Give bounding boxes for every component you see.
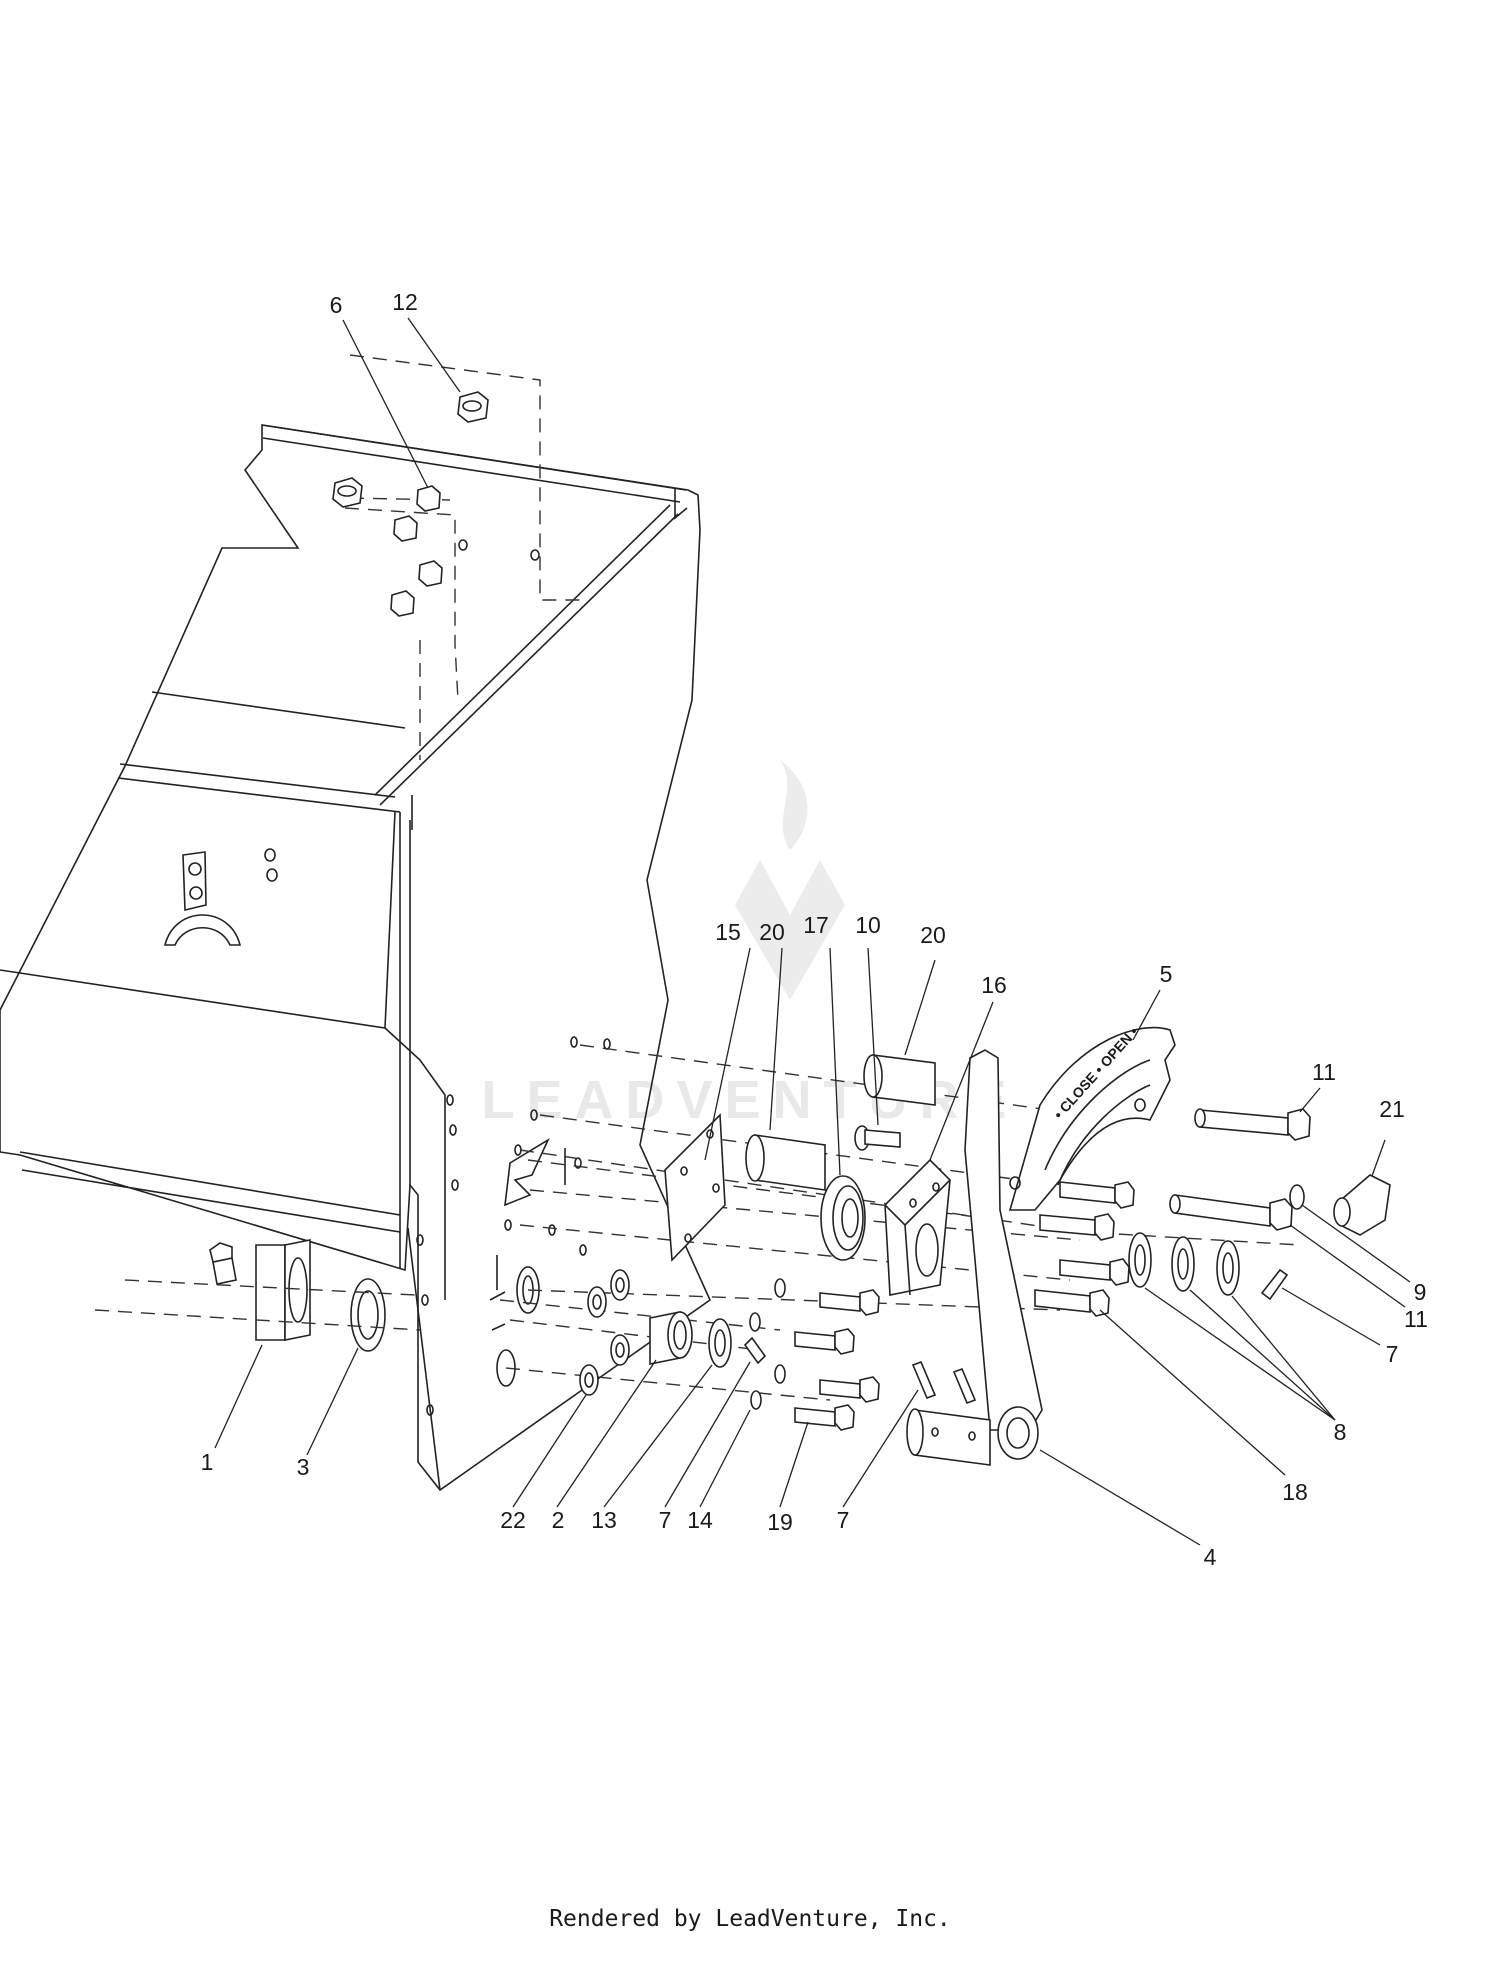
lever-arm-4 [906, 1049, 1043, 1466]
render-credit-footer: Rendered by LeadVenture, Inc. [549, 1906, 951, 1932]
callout-10: 10 [855, 912, 881, 938]
roll-pin-7-center [743, 1336, 767, 1365]
roll-pins-7-lower [911, 1360, 977, 1405]
callout-2: 2 [552, 1507, 565, 1533]
callout-1: 1 [201, 1449, 214, 1475]
callout-16: 16 [981, 972, 1007, 998]
lock-washers-14 [749, 1278, 786, 1410]
callout-3: 3 [297, 1454, 310, 1480]
callout-14: 14 [687, 1507, 713, 1533]
callout-6: 6 [330, 292, 343, 318]
washers-8 [1128, 1232, 1240, 1296]
spacer-13 [708, 1318, 732, 1368]
callout-22: 22 [500, 1507, 526, 1533]
bottom-bearing-assembly [209, 1239, 386, 1352]
callout-8: 8 [1334, 1419, 1347, 1445]
callout-15: 15 [715, 919, 741, 945]
callout-7-lower: 7 [837, 1507, 850, 1533]
callout-20-right: 20 [920, 922, 946, 948]
callout-21: 21 [1379, 1096, 1405, 1122]
bolts-18 [1034, 1181, 1135, 1317]
roll-pin-7-right [1260, 1268, 1289, 1301]
callout-7-center: 7 [659, 1507, 672, 1533]
mounting-plate-15 [664, 1113, 726, 1262]
callout-18: 18 [1282, 1479, 1308, 1505]
bolt-11-upper [1194, 1108, 1311, 1141]
bushing-2 [649, 1311, 693, 1365]
knob-21 [1333, 1174, 1391, 1236]
washer-stack-left [579, 1269, 630, 1396]
callout-13: 13 [591, 1507, 617, 1533]
hex-nuts-top [332, 391, 489, 617]
callout-12: 12 [392, 289, 418, 315]
bolt-11-lower [1169, 1194, 1293, 1231]
callout-leader-lines [214, 317, 1411, 1546]
selector-decal-plate-5: • CLOSE • OPEN • [1008, 1023, 1176, 1211]
bolts-19 [794, 1289, 880, 1431]
callout-11-upper: 11 [1312, 1059, 1336, 1085]
callout-5: 5 [1160, 961, 1173, 987]
callout-19: 19 [767, 1509, 793, 1535]
callout-9: 9 [1414, 1279, 1427, 1305]
bearing-housing-16 [884, 1158, 951, 1296]
washer-9 [1289, 1184, 1305, 1210]
spacer-tubes-20 [745, 1054, 936, 1191]
wire-clip-bracket [163, 851, 242, 946]
callout-20-left: 20 [759, 919, 785, 945]
carriage-bolt-10 [854, 1125, 901, 1151]
bearing-17 [820, 1175, 866, 1261]
callout-11-lower: 11 [1404, 1306, 1428, 1332]
watermark-text: LEADVENTURE [481, 1070, 1018, 1130]
callout-labels: 1 2 3 4 5 6 7 7 7 8 9 10 11 11 12 13 14 … [201, 289, 1428, 1570]
callout-17: 17 [803, 912, 829, 938]
callout-4: 4 [1204, 1544, 1217, 1570]
deck-housing [0, 424, 712, 1492]
callout-7-right: 7 [1386, 1341, 1399, 1367]
